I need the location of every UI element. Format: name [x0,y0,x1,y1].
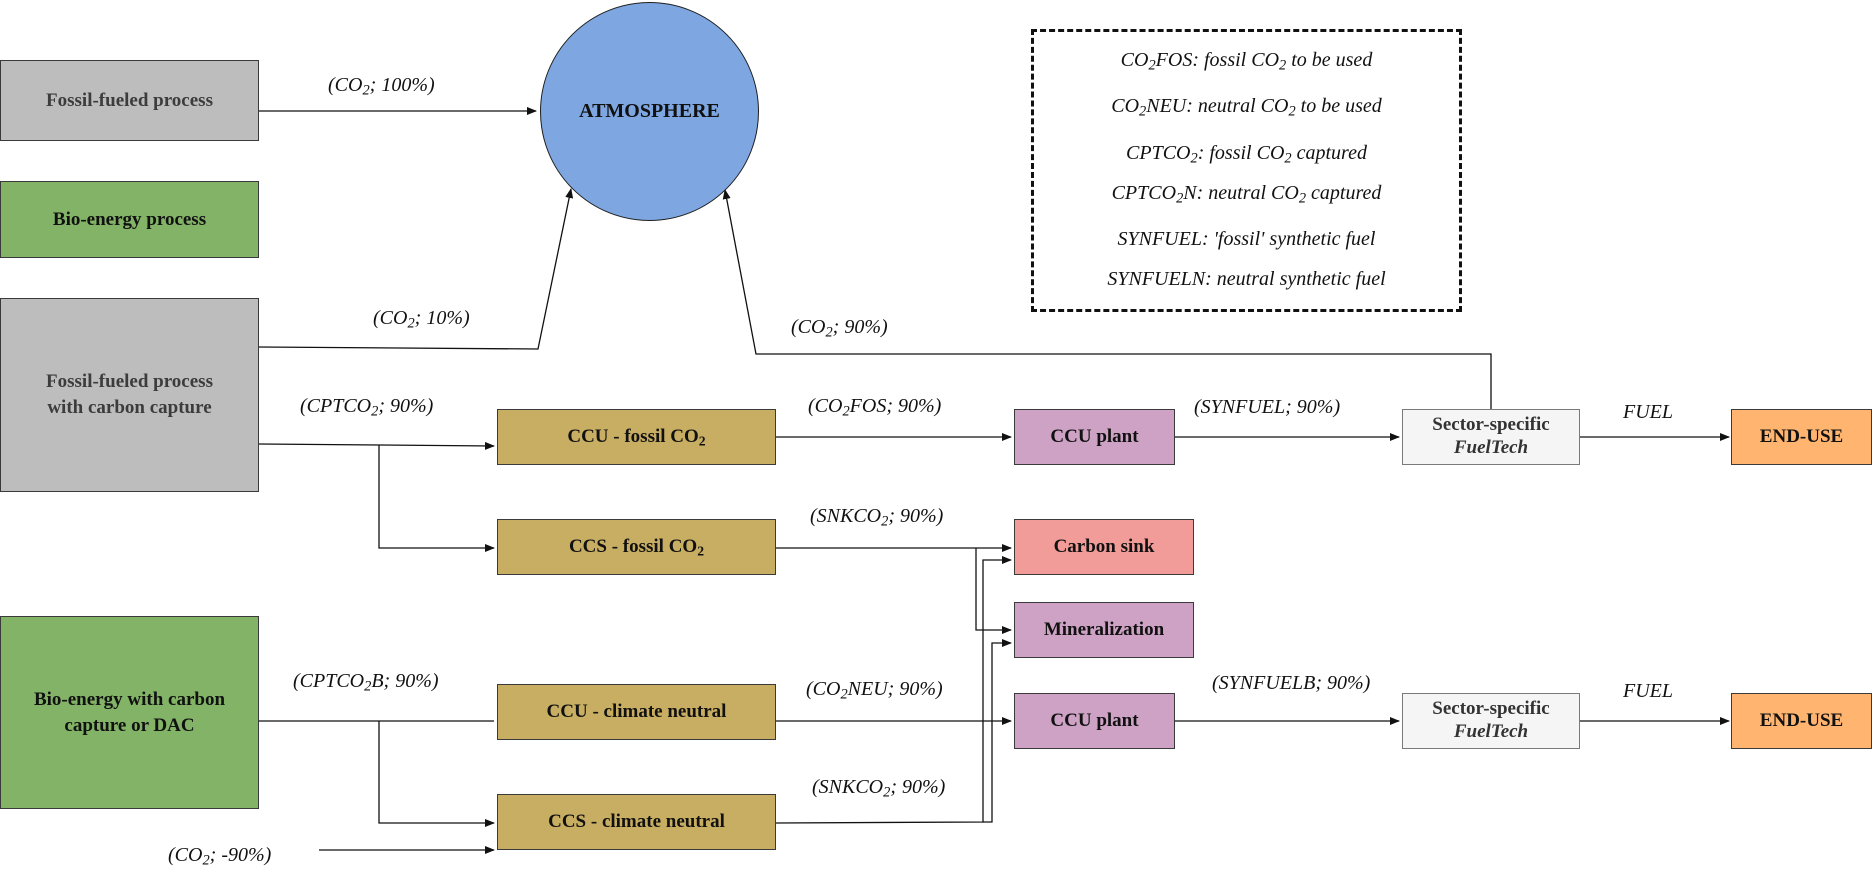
carbon-sink-node: Carbon sink [1014,519,1194,575]
legend-synfueln: SYNFUELN: neutral synthetic fuel [1107,268,1386,290]
fossil-process-node: Fossil-fueled process [0,60,259,141]
flow-label-co2-10: (CO2; 10%) [373,307,470,332]
mineralization-node: Mineralization [1014,602,1194,658]
ccu-neutral-node: CCU - climate neutral [497,684,776,740]
flow-label-snkco2-90-bottom: (SNKCO2; 90%) [812,776,946,801]
bio-process-node: Bio-energy process [0,181,259,258]
arrow-sector-to-atmosphere [722,189,1492,410]
end-use-top-node: END-USE [1731,409,1872,465]
flow-label-co2-90: (CO2; 90%) [791,316,888,341]
arrow-fossilcc-to-atmosphere [258,188,574,350]
arrow-fossilcc-to-ccu-fossil [258,441,495,450]
ccu-fossil-node: CCU - fossil CO2 [497,409,776,465]
arrow-ccs-fossil-to-mineral [975,548,1012,634]
flow-label-cptco2-90: (CPTCO2; 90%) [300,395,434,420]
flow-label-snkco2-90-top: (SNKCO2; 90%) [810,505,944,530]
legend-cptco2: CPTCO2: fossil CO2 captured [1126,142,1367,167]
flow-label-cptco2b-90: (CPTCO2B; 90%) [293,670,439,695]
flow-label-co2fos-90: (CO2FOS; 90%) [808,395,942,420]
legend-synfuel: SYNFUEL: 'fossil' synthetic fuel [1117,228,1376,250]
ccs-neutral-node: CCS - climate neutral [497,794,776,850]
arrow-ccs-neutral-to-mineral [983,639,1012,823]
flow-label-fuel-bottom: FUEL [1623,680,1673,702]
flow-label-co2neu-90: (CO2NEU; 90%) [806,678,943,703]
ccs-fossil-node: CCS - fossil CO2 [497,519,776,575]
arrow-ccs-neutral-to-sink [775,556,1012,824]
flow-label-synfuelb-90: (SYNFUELB; 90%) [1212,672,1371,694]
legend-co2neu: CO2NEU: neutral CO2 to be used [1111,95,1382,120]
flow-label-synfuel-90: (SYNFUEL; 90%) [1194,396,1341,418]
legend-co2fos: CO2FOS: fossil CO2 to be used [1120,49,1373,74]
flow-label-co2-100: (CO2; 100%) [328,74,435,99]
legend-box: CO2FOS: fossil CO2 to be used CO2NEU: ne… [1031,29,1462,312]
ccu-plant-bottom-node: CCU plant [1014,693,1175,749]
arrow-biocc-to-ccs-neutral [378,721,495,827]
ccu-plant-top-node: CCU plant [1014,409,1175,465]
flow-label-co2-neg90: (CO2; -90%) [168,844,272,869]
flow-label-fuel-top: FUEL [1623,401,1673,423]
legend-cptco2n: CPTCO2N: neutral CO2 captured [1111,182,1382,207]
arrow-fossilcc-to-ccs-fossil [378,445,495,552]
end-use-bottom-node: END-USE [1731,693,1872,749]
atmosphere-node: ATMOSPHERE [540,2,759,221]
